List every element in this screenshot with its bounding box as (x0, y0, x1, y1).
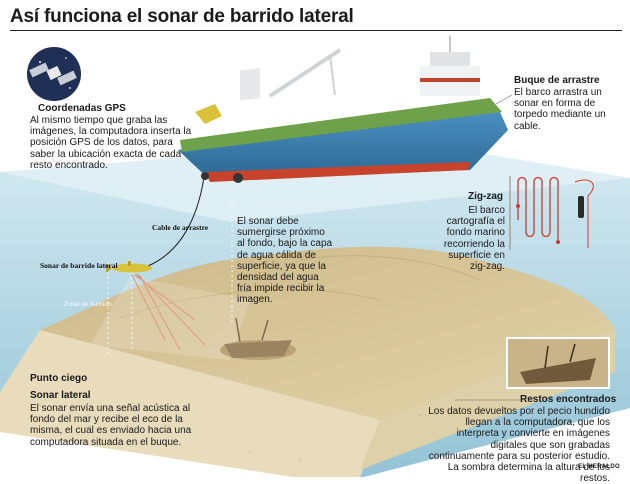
ship (178, 36, 508, 183)
restos-body: Los datos devueltos por el pecio hundido… (428, 406, 610, 484)
sweep-zone-label: Zona de barrido (64, 299, 112, 308)
depth-note: El sonar debe sumergirse próximo al fond… (237, 216, 333, 306)
gps-heading: Coordenadas GPS (38, 103, 126, 114)
page-title: Así funciona el sonar de barrido lateral (10, 6, 354, 27)
zigzag-heading: Zig-zag (468, 191, 503, 202)
sonar-towfish (106, 261, 152, 273)
blind-spot-label: Punto ciego (30, 373, 88, 384)
wreck-photo-inset (506, 337, 610, 389)
sweep-beams (131, 273, 206, 351)
sonar-label: Sonar de barrido lateral (40, 261, 118, 270)
shipwreck (220, 317, 296, 360)
cable-label: Cable de arrastre (152, 223, 209, 232)
sediment-layer-left (0, 330, 380, 477)
seabed-ridges (119, 255, 481, 319)
depth-guides (107, 200, 233, 356)
sonar-lateral-heading: Sonar lateral (30, 390, 91, 401)
sweep-zone (90, 276, 250, 360)
satellite-icon (27, 47, 81, 101)
zigzag-diagram (509, 176, 594, 250)
title-rule (10, 30, 622, 31)
gps-body: Al mismo tiempo que graba las imágenes, … (30, 115, 192, 171)
sonar-lateral-body: El sonar envía una señal acústica al fon… (30, 403, 192, 448)
seabed (40, 246, 615, 420)
ship-body: El barco arrastra un sonar en forma de t… (514, 87, 606, 132)
credit-label: EL HERALDO (578, 464, 620, 471)
tow-cable (147, 169, 206, 267)
zigzag-body: El barco cartografía el fondo marino rec… (443, 205, 505, 272)
leader-lines (455, 94, 520, 401)
ship-heading: Buque de arrastre (514, 75, 600, 86)
restos-heading: Restos encontrados (520, 394, 617, 405)
